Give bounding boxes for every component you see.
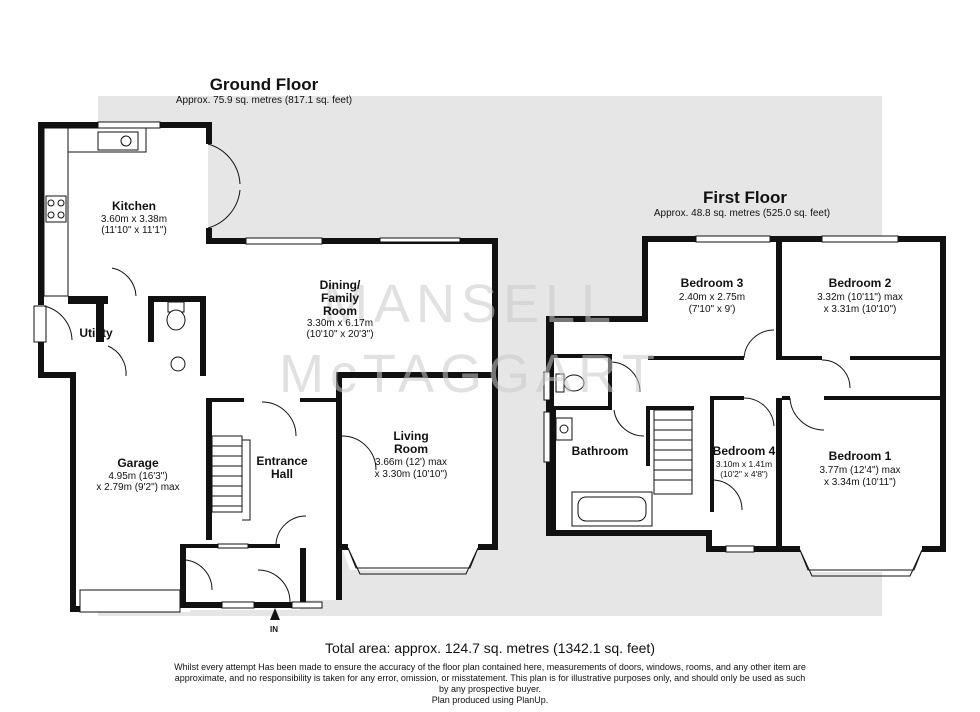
entry-arrow-icon — [270, 608, 280, 620]
garage-dim2: x 2.79m (9'2") max — [96, 482, 179, 493]
front-window-left — [221, 601, 255, 609]
wc-window — [543, 371, 551, 401]
bathroom-window — [543, 411, 551, 463]
bedroom4-dim2: (10'2" x 4'8") — [720, 469, 768, 479]
bedroom2-window — [821, 235, 899, 243]
floor-plan: MANSELL McTAGGART Ground Floor Approx. 7… — [33, 75, 946, 634]
dining-label2: Family — [321, 291, 359, 305]
kitchen-door-arc — [207, 143, 241, 185]
bedroom4-label: Bedroom 4 — [713, 444, 776, 458]
bedroom2-dim2: x 3.31m (10'10") — [824, 304, 897, 315]
bedroom4-dim1: 3.10m x 1.41m — [716, 459, 772, 469]
bedroom1-label: Bedroom 1 — [829, 449, 892, 463]
bedroom1-bay-window — [799, 549, 923, 577]
side-window — [217, 543, 249, 549]
dining-window — [245, 237, 323, 245]
living-label1: Living — [393, 429, 428, 443]
bedroom3-label: Bedroom 3 — [681, 276, 744, 290]
living-dim1: 3.66m (12') max — [375, 457, 447, 468]
entrance-label1: Entrance — [256, 454, 308, 468]
hall-door-arc — [261, 401, 297, 437]
watermark: MANSELL McTAGGART — [279, 274, 661, 404]
disclaimer: Whilst every attempt Has been made to en… — [174, 662, 806, 694]
bedroom1-dim1: 3.77m (12'4") max — [819, 465, 900, 476]
bedroom2-dim1: 3.32m (10'11") max — [817, 292, 903, 303]
basin-icon — [170, 356, 186, 372]
watermark-line1: MANSELL — [323, 274, 617, 334]
plan-credit: Plan produced using PlanUp. — [431, 695, 549, 705]
ground-stairs — [211, 435, 251, 521]
bedroom1-dim2: x 3.34m (10'11") — [824, 477, 896, 488]
plan-footer: Total area: approx. 124.7 sq. metres (13… — [0, 640, 980, 706]
kitchen-dim1: 3.60m x 3.38m — [101, 214, 167, 225]
utility-door — [33, 305, 47, 343]
living-dim2: x 3.30m (10'10") — [375, 469, 448, 480]
sink-icon — [97, 131, 139, 151]
dining-patio-door — [379, 237, 461, 243]
total-area: Total area: approx. 124.7 sq. metres (13… — [325, 640, 655, 656]
ground-floor-area — [38, 124, 498, 612]
living-bay-window — [347, 547, 479, 575]
garage-dim1: 4.95m (16'3") — [108, 471, 167, 482]
bedroom3-dim1: 2.40m x 2.75m — [679, 292, 745, 303]
bedroom3-window — [695, 235, 771, 243]
dining-label1: Dining/ — [320, 278, 361, 292]
ground-floor — [33, 121, 498, 620]
hob-icon — [45, 195, 67, 223]
garage-label: Garage — [117, 456, 159, 470]
bedroom2-label: Bedroom 2 — [829, 276, 892, 290]
garage-door — [79, 589, 181, 613]
living-label2: Room — [394, 442, 428, 456]
ground-floor-title: Ground Floor — [210, 75, 319, 94]
ground-floor-area-label: Approx. 75.9 sq. metres (817.1 sq. feet) — [176, 95, 352, 106]
bedroom3-dim2: (7'10" x 9') — [689, 304, 736, 315]
bedroom4-window — [725, 545, 755, 553]
first-floor — [543, 235, 946, 577]
first-floor-title: First Floor — [703, 188, 787, 207]
bathroom-label: Bathroom — [572, 444, 629, 458]
kitchen-label: Kitchen — [112, 199, 156, 213]
kitchen-dim2: (11'10" x 11'1") — [101, 225, 167, 236]
first-stairs — [653, 409, 693, 495]
front-window-right — [291, 601, 323, 609]
entry-label: IN — [270, 625, 278, 634]
bedroom3-door-arc — [743, 329, 775, 359]
dining-dim2: (10'10" x 20'3") — [306, 329, 373, 340]
entrance-label2: Hall — [271, 467, 293, 481]
kitchen-window — [97, 121, 161, 129]
watermark-line2: McTAGGART — [279, 344, 661, 404]
utility-label: Utility — [79, 326, 113, 340]
utility-inner-door-arc — [111, 267, 137, 297]
dining-label3: Room — [323, 304, 357, 318]
first-floor-area-label: Approx. 48.8 sq. metres (525.0 sq. feet) — [654, 208, 830, 219]
dining-dim1: 3.30m x 6.17m — [307, 318, 373, 329]
